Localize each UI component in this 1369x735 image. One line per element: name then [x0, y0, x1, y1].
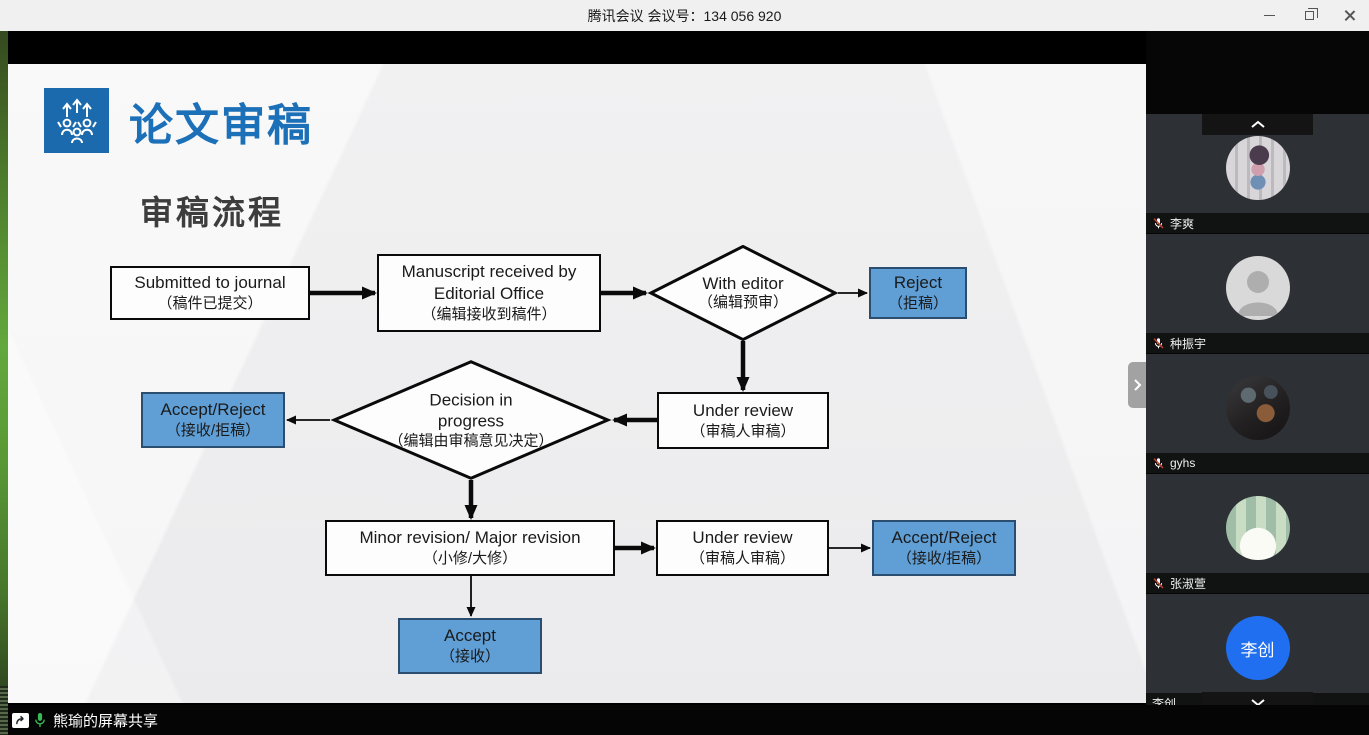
window-controls — [1249, 0, 1369, 31]
node-text-en: Submitted to journal — [134, 273, 286, 293]
participant-namebar: gyhs — [1146, 453, 1369, 473]
slide-logo-title: 论文审稿 — [129, 100, 313, 150]
participant-tile[interactable]: 种振宇 — [1146, 234, 1369, 353]
participant-name: 种振宇 — [1170, 336, 1207, 351]
node-text-en: Reject — [893, 273, 943, 293]
screen-share-stage: 论文审稿 审稿流程 — [8, 31, 1146, 705]
participant-name: 李爽 — [1170, 216, 1195, 231]
app-logo: 论文审稿 — [44, 88, 313, 153]
chevron-right-icon — [1133, 379, 1141, 391]
avatar-initials: 李创 — [1225, 616, 1290, 680]
node-text-zh: （稿件已提交） — [157, 295, 263, 313]
node-manuscript-received: Manuscript received by Editorial Office … — [377, 254, 601, 332]
node-text-zh: （拒稿） — [887, 295, 948, 313]
node-text-zh: （接收/拒稿） — [896, 550, 992, 568]
desktop-background-strip — [0, 31, 8, 735]
node-text-en: Under review — [692, 528, 793, 548]
node-text-zh: （编辑由审稿意见决定） — [388, 431, 554, 449]
node-text-en: Accept — [444, 626, 496, 646]
mic-muted-icon — [1153, 577, 1164, 588]
sidebar-collapse-handle[interactable] — [1128, 362, 1146, 408]
node-text-zh: （编辑预审） — [697, 294, 789, 312]
minimize-button[interactable] — [1249, 0, 1289, 31]
participants-sidebar: 李爽 种振宇 — [1146, 31, 1369, 713]
shared-slide: 论文审稿 审稿流程 — [8, 64, 1146, 703]
slide-subtitle: 审稿流程 — [140, 194, 284, 231]
participant-name: 张淑萱 — [1170, 576, 1207, 591]
restore-icon — [1304, 8, 1318, 20]
participant-tile[interactable]: gyhs — [1146, 354, 1369, 473]
participant-name: gyhs — [1170, 456, 1196, 470]
participant-namebar: 张淑萱 — [1146, 573, 1369, 593]
node-text-zh: （接收/拒稿） — [165, 422, 261, 440]
avatar: 李创 — [1225, 616, 1290, 680]
participant-namebar: 李爽 — [1146, 213, 1369, 233]
node-text-zh: （小修/大修） — [422, 550, 518, 568]
restore-button[interactable] — [1289, 0, 1329, 31]
node-text-en: Accept/Reject — [160, 400, 266, 420]
titlebar: 腾讯会议 会议号：134 056 920 — [0, 0, 1369, 31]
avatar — [1225, 256, 1290, 320]
node-text-en: Accept/Reject — [891, 528, 997, 548]
node-text-en: With editor — [702, 274, 784, 293]
minimize-icon — [1263, 14, 1275, 17]
diamond-decision-in-progress: Decision in progress （编辑由审稿意见决定） — [330, 360, 612, 480]
node-text-zh: （审稿人审稿） — [689, 550, 795, 568]
close-icon — [1344, 10, 1355, 21]
share-label: 熊瑜的屏幕共享 — [53, 712, 159, 730]
node-text-zh: （编辑接收到稿件） — [421, 306, 557, 324]
avatar — [1225, 136, 1290, 200]
node-text-en: Manuscript received by Editorial Office — [401, 262, 577, 304]
mic-muted-icon — [1153, 457, 1164, 468]
participant-tile[interactable]: 张淑萱 — [1146, 474, 1369, 593]
avatar — [1225, 496, 1290, 560]
mic-muted-icon — [1153, 217, 1164, 228]
node-minor-major-revision: Minor revision/ Major revision （小修/大修） — [325, 520, 615, 576]
participant-namebar: 种振宇 — [1146, 333, 1369, 353]
chevron-up-icon — [1250, 120, 1265, 128]
node-accept-reject-left: Accept/Reject （接收/拒稿） — [141, 392, 285, 448]
node-text-en: Decision in progress — [429, 390, 513, 431]
mic-muted-icon — [1153, 337, 1164, 348]
screen-share-icon — [12, 712, 29, 728]
people-arrows-logo-icon — [44, 88, 109, 153]
node-accept: Accept （接收） — [398, 618, 542, 674]
diamond-with-editor: With editor （编辑预审） — [648, 245, 838, 341]
node-text-en: Under review — [692, 400, 794, 420]
scroll-up-button[interactable] — [1202, 114, 1313, 135]
mic-on-icon — [35, 713, 45, 727]
node-submitted-to-journal: Submitted to journal （稿件已提交） — [110, 266, 310, 320]
desktop-icon-partial — [0, 686, 8, 735]
node-text-en: Minor revision/ Major revision — [359, 528, 581, 548]
node-accept-reject-right: Accept/Reject （接收/拒稿） — [872, 520, 1016, 576]
statusbar: 熊瑜的屏幕共享 — [8, 705, 1369, 735]
node-under-review-1: Under review （审稿人审稿） — [657, 392, 829, 449]
window-title: 腾讯会议 会议号：134 056 920 — [587, 7, 782, 24]
node-reject: Reject （拒稿） — [869, 267, 967, 319]
node-text-zh: （审稿人审稿） — [690, 422, 796, 440]
node-text-zh: （接收） — [439, 648, 500, 666]
avatar — [1225, 376, 1290, 440]
node-under-review-2: Under review （审稿人审稿） — [656, 520, 829, 576]
close-button[interactable] — [1329, 0, 1369, 31]
person-silhouette-icon — [1237, 271, 1278, 316]
